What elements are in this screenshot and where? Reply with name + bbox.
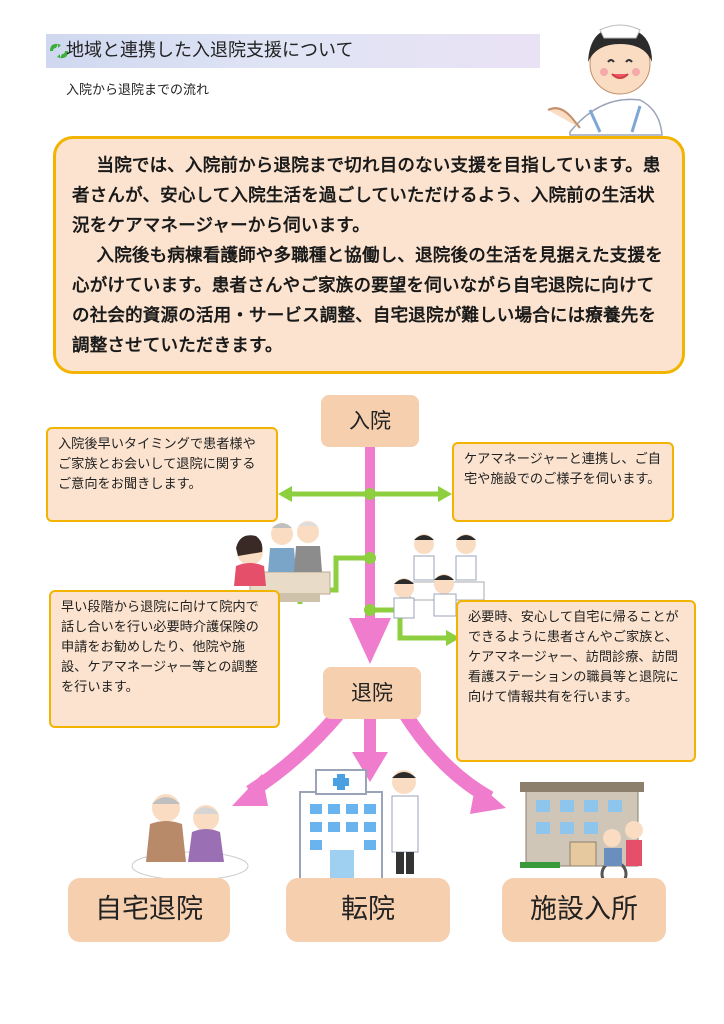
- care-facility-building-icon: [520, 782, 644, 888]
- green-connectors: [290, 491, 446, 641]
- intro-paragraph-1: 当院では、入院前から退院まで切れ目のない支援を目指しています。患者さんが、安心し…: [72, 156, 661, 236]
- discharge-box: 退院: [323, 667, 421, 719]
- note-top-right: ケアマネージャーと連携し、ご自宅や施設でのご様子を伺います。: [452, 442, 674, 522]
- page-subtitle: 入院から退院までの流れ: [66, 83, 210, 98]
- hospital-building-icon: [299, 769, 383, 881]
- intro-box: 当院では、入院前から退院まで切れ目のない支援を目指しています。患者さんが、安心し…: [53, 136, 685, 374]
- page-title: 地域と連携した入退院支援について: [66, 40, 354, 61]
- destination-facility: 施設入所: [502, 878, 666, 942]
- main-flow-arrow-head: [349, 618, 391, 664]
- green-arrowheads: [278, 486, 460, 646]
- intro-paragraph-2: 入院後も病棟看護師や多職種と協働し、退院後の生活を見据えた支援を心がけています。…: [72, 246, 663, 356]
- note-top-left: 入院後早いタイミングで患者様やご家族とお会いして退院に関するご意向をお聞きします…: [46, 427, 278, 522]
- admission-box: 入院: [321, 395, 419, 447]
- main-flow-arrow-shaft: [365, 446, 375, 622]
- destination-transfer: 転院: [286, 878, 450, 942]
- destination-home: 自宅退院: [68, 878, 230, 942]
- note-mid-left: 早い段階から退院に向けて院内で話し合いを行い必要時介護保険の申請をお勧めしたり、…: [49, 590, 280, 728]
- nurse-figure: [547, 24, 663, 136]
- doctor-illustration: [391, 770, 419, 874]
- note-mid-right: 必要時、安心して自宅に帰ることができるように患者さんやご家族と、ケアマネージャー…: [456, 600, 696, 762]
- title-bar: [46, 34, 540, 68]
- arrow-to-transfer: [364, 718, 376, 756]
- recycle-leaf-icon: [50, 43, 68, 59]
- elderly-couple-illustration: [131, 794, 249, 881]
